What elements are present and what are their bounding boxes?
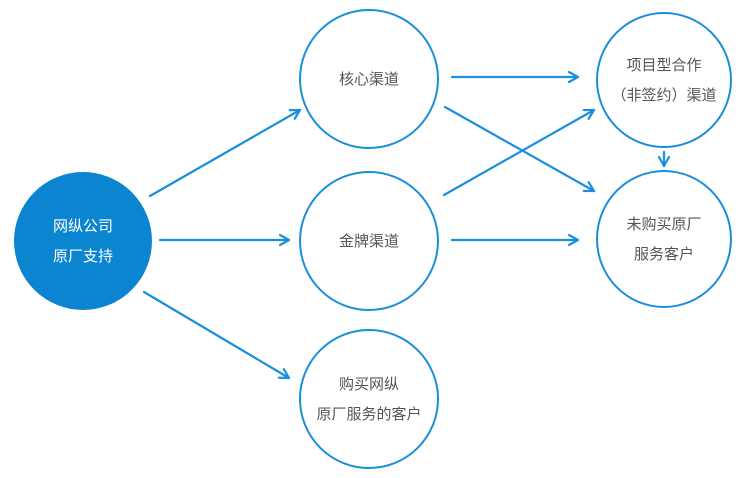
node-core-channel-line1: 核心渠道 [338,70,399,88]
node-gold-channel: 金牌渠道 [299,171,439,311]
node-unbought-customer-line1: 未购买原厂 [626,215,702,233]
node-project-channel: 项目型合作 （非签约）渠道 [596,12,732,148]
arrow-core-channel-to-unbought-customer [443,105,596,193]
node-gold-channel-line1: 金牌渠道 [338,232,399,250]
arrow-source-to-bought-customer [142,290,291,380]
node-core-channel: 核心渠道 [299,9,439,149]
node-bought-customer-line1: 购买网纵 [338,375,399,393]
node-unbought-customer-line2: 服务客户 [633,245,694,263]
node-source: 网纵公司 原厂支持 [14,172,152,310]
node-project-channel-line1: 项目型合作 [626,56,702,74]
node-source-line2: 原厂支持 [52,247,113,265]
arrow-gold-channel-to-project-channel [442,108,596,197]
node-bought-customer: 购买网纵 原厂服务的客户 [299,329,439,469]
node-bought-customer-line2: 原厂服务的客户 [316,405,422,423]
node-project-channel-line2: （非签约）渠道 [611,86,717,104]
node-source-line1: 网纵公司 [52,217,113,235]
node-unbought-customer: 未购买原厂 服务客户 [596,170,732,308]
arrow-source-to-core-channel [148,108,302,198]
